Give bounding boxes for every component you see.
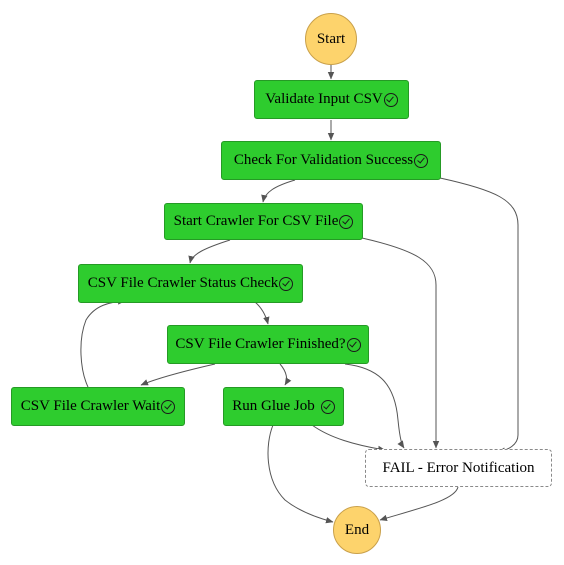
edge-crawler-wait-to-crawler-status xyxy=(80,298,126,388)
check-circle-icon xyxy=(320,399,335,414)
validate-input-csv-label: Validate Input CSV xyxy=(265,91,383,107)
run-glue-job-label: Run Glue Job xyxy=(232,398,315,414)
validate-input-csv-node[interactable]: Validate Input CSV xyxy=(254,80,409,119)
crawler-finished-node[interactable]: CSV File Crawler Finished? xyxy=(167,325,369,364)
check-validation-success-node[interactable]: Check For Validation Success xyxy=(221,141,441,180)
check-circle-icon xyxy=(383,92,398,107)
crawler-wait-node[interactable]: CSV File Crawler Wait xyxy=(11,387,185,426)
run-glue-job-node[interactable]: Run Glue Job xyxy=(223,387,344,426)
edge-start-crawler-to-fail xyxy=(361,237,440,449)
edge-fail-to-end xyxy=(379,486,459,522)
edge-crawler-finished-to-fail xyxy=(344,363,405,449)
check-circle-icon xyxy=(346,337,361,352)
edge-crawler-finished-to-crawler-wait xyxy=(140,363,216,386)
edge-run-glue-to-end xyxy=(267,424,334,524)
edge-check-validation-to-fail xyxy=(439,177,519,454)
start-label: Start xyxy=(316,30,346,47)
edge-run-glue-to-fail xyxy=(311,424,386,453)
crawler-finished-label: CSV File Crawler Finished? xyxy=(175,336,346,352)
edge-check-validation-to-start-crawler xyxy=(261,179,296,203)
check-circle-icon xyxy=(161,399,176,414)
start-crawler-node[interactable]: Start Crawler For CSV File xyxy=(164,203,363,240)
start-node[interactable]: Start xyxy=(305,13,357,65)
check-circle-icon xyxy=(279,276,294,291)
check-validation-success-label: Check For Validation Success xyxy=(233,152,414,168)
start-crawler-label: Start Crawler For CSV File xyxy=(173,213,339,229)
check-circle-icon xyxy=(339,214,354,229)
edge-start-crawler-to-crawler-status xyxy=(188,239,231,264)
edge-crawler-status-to-crawler-finished xyxy=(254,301,270,325)
edge-crawler-finished-to-run-glue xyxy=(279,363,292,386)
crawler-status-check-node[interactable]: CSV File Crawler Status Check xyxy=(78,264,303,303)
fail-error-notification-label: FAIL - Error Notification xyxy=(382,459,535,476)
fail-error-notification-node[interactable]: FAIL - Error Notification xyxy=(365,449,552,487)
check-circle-icon xyxy=(414,153,429,168)
end-label: End xyxy=(344,521,370,538)
end-node[interactable]: End xyxy=(333,506,381,554)
crawler-wait-label: CSV File Crawler Wait xyxy=(20,398,161,414)
crawler-status-check-label: CSV File Crawler Status Check xyxy=(87,275,279,291)
